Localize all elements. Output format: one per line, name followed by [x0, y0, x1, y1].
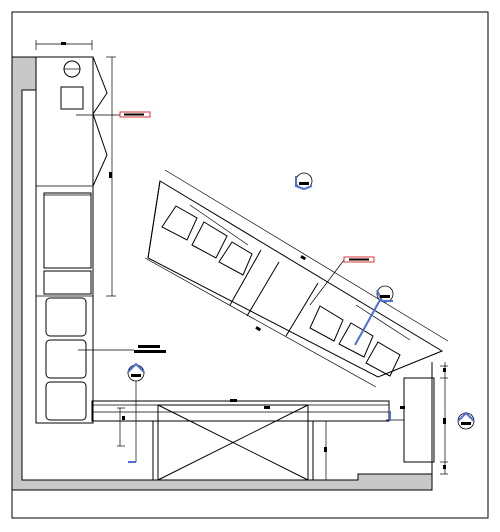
cabinet-height-dimension: [106, 56, 116, 297]
right-vertical-dimension: [440, 362, 448, 475]
marker-diagonal: [354, 285, 394, 346]
appliance-x-box: [157, 404, 309, 481]
appliance-panel: [43, 192, 92, 269]
l-shaped-wall: [11, 56, 433, 491]
diagonal-counter: [147, 180, 444, 378]
marker-top-right: [295, 172, 313, 191]
bottom-left-dimension: [117, 407, 125, 447]
drawer-panel: [43, 270, 92, 295]
text-drawers-a: [138, 345, 160, 348]
drawer-2: [45, 339, 87, 379]
diagonal-length-dimension: [164, 169, 449, 342]
small-box: [60, 86, 84, 110]
marker-left: [127, 362, 145, 463]
right-side-cabinet: [403, 377, 435, 463]
drawer-3: [45, 381, 87, 421]
tall-cabinet-column: [35, 56, 94, 424]
door-swing-zigzag: [92, 56, 108, 187]
bottom-right-dimension: [322, 420, 330, 481]
text-drawers-b: [134, 350, 166, 353]
top-width-dimension: [35, 40, 93, 50]
drawer-1: [45, 297, 87, 337]
marker-right-edge: [389, 411, 475, 430]
leader-diagonal: [309, 259, 345, 306]
burner-squares-left: [161, 205, 253, 276]
burner-squares-right: [309, 305, 401, 377]
horizontal-counter: [91, 400, 390, 422]
diagonal-bottom-dimension: [144, 257, 377, 388]
